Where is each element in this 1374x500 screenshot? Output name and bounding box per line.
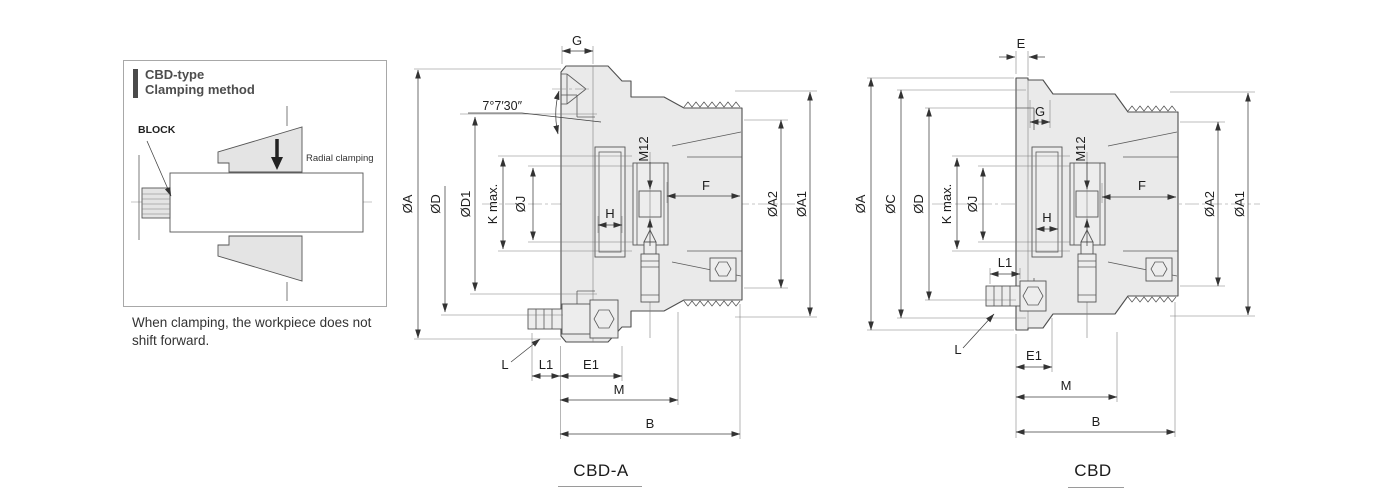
cbd-dim-e: E (1017, 36, 1026, 51)
nose-internals (1107, 131, 1178, 282)
cbd-dim-l: L (954, 342, 961, 357)
cbd-dim-h: H (1042, 210, 1051, 225)
cbda-dim-l: L (501, 357, 508, 372)
cbda-dim-m12: M12 (636, 136, 651, 161)
panel-caption: When clamping, the workpiece does not sh… (132, 315, 372, 348)
clamping-method-diagram (131, 106, 372, 301)
cbda-dim-f: F (702, 178, 710, 193)
cbda-dim-dj: ØJ (513, 196, 528, 213)
cbd-dim-b: B (1092, 414, 1101, 429)
block-leader-line (146, 140, 172, 197)
cbda-dim-h: H (605, 206, 614, 221)
cbd-dim-dc: ØC (883, 194, 898, 214)
clamping-force-arrow-icon (271, 139, 283, 170)
collet-rings (594, 146, 669, 258)
cbd-dim-f: F (1138, 178, 1146, 193)
radial-clamping-label: Radial clamping (306, 153, 374, 164)
cbda-dim-b: B (646, 416, 655, 431)
cbd-dim-e1: E1 (1026, 348, 1042, 363)
cbd-title-underline (1068, 487, 1124, 488)
nose-internals (671, 131, 742, 282)
cbda-title-underline (558, 486, 642, 487)
cbda-dim-g: G (572, 33, 582, 48)
panel-heading-line2: Clamping method (145, 82, 255, 97)
cbd-dim-da: ØA (853, 194, 868, 213)
panel-heading: CBD-type Clamping method (145, 67, 255, 97)
cbda-dim-da1: ØA1 (794, 191, 809, 217)
block-label: BLOCK (138, 124, 176, 136)
cbda-dim-angle: 7°7′30″ (482, 99, 522, 113)
countersink-hole (552, 73, 592, 105)
cbd-dim-l1: L1 (998, 255, 1012, 270)
cbda-dim-dd: ØD (428, 194, 443, 214)
cbda-dim-m: M (614, 382, 625, 397)
cbd-dim-m12: M12 (1073, 136, 1088, 161)
cbd-dim-da1: ØA1 (1232, 191, 1247, 217)
cbd-dim-dd: ØD (911, 194, 926, 214)
cbda-dim-kmax: K max. (485, 184, 500, 224)
cbda-clamp-screw (527, 299, 619, 339)
cbd-drawing: E G ØA ØC ØD K max. ØJ M12 H F ØA2 ØA1 L… (853, 36, 1260, 438)
cbd-dim-dj: ØJ (965, 196, 980, 213)
clamping-method-panel (123, 60, 387, 307)
cbda-dimensions (414, 46, 817, 439)
cbd-title: CBD (1074, 461, 1112, 480)
cbd-dim-g: G (1035, 104, 1045, 119)
cbda-dim-e1: E1 (583, 357, 599, 372)
panel-heading-line1: CBD-type (145, 67, 205, 82)
cbda-drawing: G 7°7′30″ ØA ØD ØD1 K max. ØJ M12 H F ØA… (400, 33, 817, 439)
cbda-dim-dd1: ØD1 (458, 191, 473, 218)
cbda-title: CBD-A (573, 461, 629, 480)
cbd-dim-da2: ØA2 (1202, 191, 1217, 217)
cbd-dimensions (867, 51, 1255, 438)
cbd-dim-m: M (1061, 378, 1072, 393)
panel-accent-bar-icon (133, 69, 138, 98)
cbd-clamp-screw (985, 280, 1047, 312)
cbda-dim-l1: L1 (539, 357, 553, 372)
cbda-dim-da2: ØA2 (765, 191, 780, 217)
cbd-dim-kmax: K max. (939, 184, 954, 224)
cbda-dim-da: ØA (400, 194, 415, 213)
